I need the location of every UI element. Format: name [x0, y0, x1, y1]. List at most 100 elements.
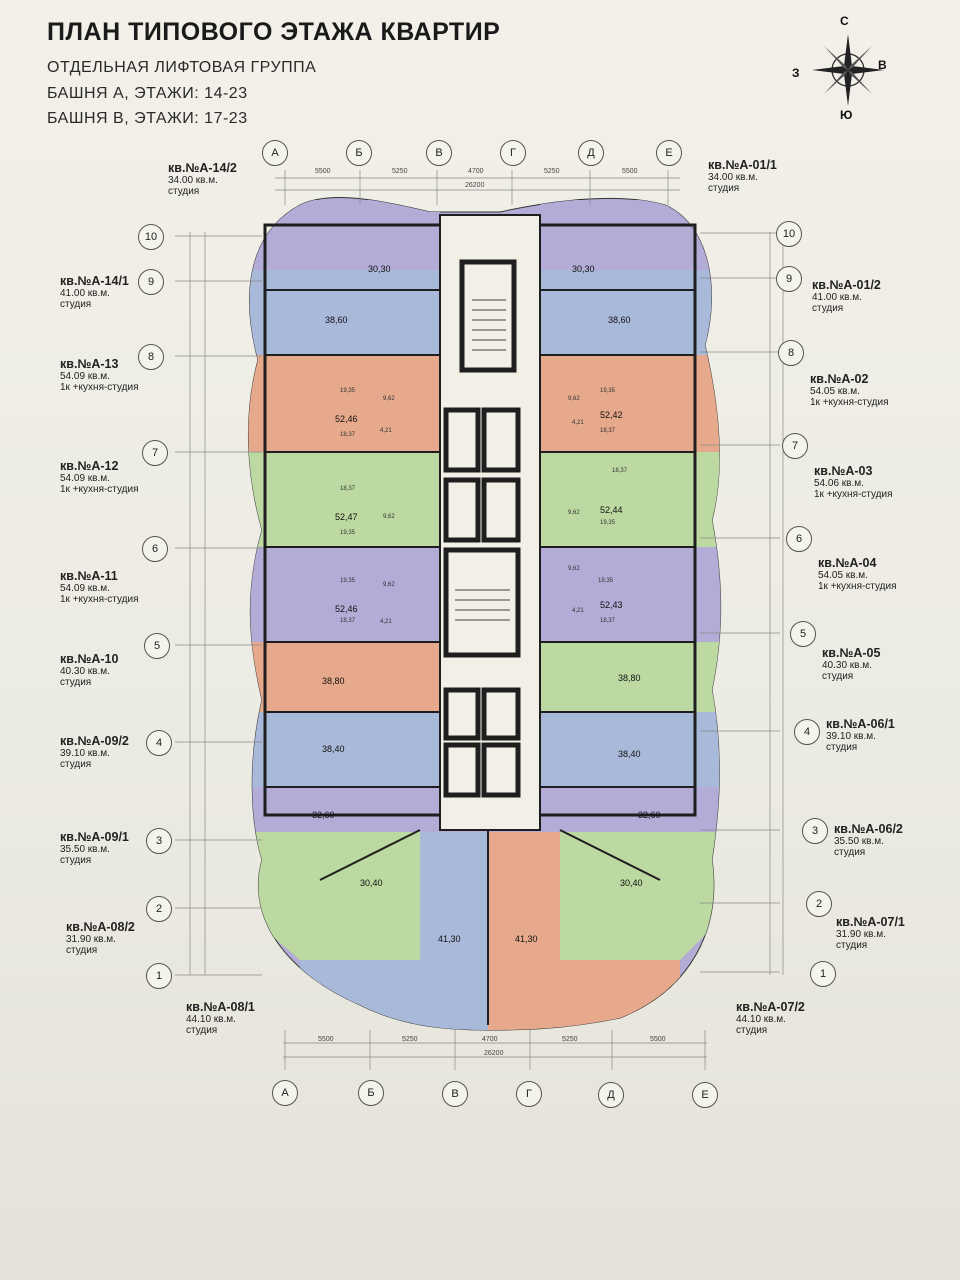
room-area: 19,35 — [340, 388, 356, 394]
unit-area-left: 52,46 — [335, 604, 358, 614]
apartment-number: кв.№А-04 — [818, 556, 877, 570]
room-area: 4,21 — [380, 428, 392, 434]
apartment-area: 31.90 кв.м. — [836, 929, 886, 940]
apartment-type: 1к +кухня-студия — [60, 594, 139, 605]
unit-area-left: 30,40 — [360, 878, 383, 888]
room-area: 19,35 — [598, 578, 614, 584]
apartment-area: 44.10 кв.м. — [736, 1014, 786, 1025]
room-area: 9,62 — [383, 582, 395, 588]
apartment-number: кв.№А-05 — [822, 646, 881, 660]
apartment-number: кв.№А-01/2 — [812, 278, 881, 292]
room-area: 9,62 — [568, 566, 580, 572]
apartment-number: кв.№А-12 — [60, 459, 119, 473]
apartment-number: кв.№А-13 — [60, 357, 119, 371]
apartment-area: 35.50 кв.м. — [834, 836, 884, 847]
unit-area-left: 30,30 — [368, 264, 391, 274]
room-area: 18,37 — [600, 428, 616, 434]
axis-letter-e-bottom: Е — [692, 1082, 718, 1108]
apartment-type: студия — [60, 677, 92, 688]
axis-letter-a-bottom: А — [272, 1080, 298, 1106]
unit-area-left: 38,40 — [322, 744, 345, 754]
apartment-number: кв.№А-06/2 — [834, 822, 903, 836]
unit-area-right: 32,60 — [638, 810, 661, 820]
axis-letter-d-bottom: Д — [598, 1082, 624, 1108]
apartment-area: 39.10 кв.м. — [826, 731, 876, 742]
axis-letter-v-bottom: В — [442, 1081, 468, 1107]
axis-number-8-left: 8 — [138, 344, 164, 370]
apartment-type: студия — [168, 186, 200, 197]
room-area: 19,35 — [340, 530, 356, 536]
apartment-number: кв.№А-08/1 — [186, 1000, 255, 1014]
apartment-type: студия — [812, 303, 844, 314]
apartment-number: кв.№А-07/1 — [836, 915, 905, 929]
unit-area-left: 52,46 — [335, 414, 358, 424]
unit-area-left: 52,47 — [335, 512, 358, 522]
axis-number-2-left: 2 — [146, 896, 172, 922]
apartment-area: 54.09 кв.м. — [60, 583, 110, 594]
room-area: 18,37 — [340, 486, 356, 492]
apartment-area: 54.05 кв.м. — [818, 570, 868, 581]
apartment-number: кв.№А-10 — [60, 652, 119, 666]
apartment-area: 41.00 кв.м. — [60, 288, 110, 299]
apartment-type: студия — [708, 183, 740, 194]
apartment-type: студия — [66, 945, 98, 956]
apartment-label-a08-1: кв.№А-08/1 44.10 кв.м. студия — [186, 1000, 255, 1036]
room-area: 18,37 — [340, 618, 356, 624]
apartment-label-a13: кв.№А-13 54.09 кв.м. 1к +кухня-студия — [60, 357, 139, 393]
apartment-number: кв.№А-09/2 — [60, 734, 129, 748]
apartment-label-a12: кв.№А-12 54.09 кв.м. 1к +кухня-студия — [60, 459, 139, 495]
bottom-dim-4: 5250 — [562, 1036, 578, 1043]
apartment-label-a06-2: кв.№А-06/2 35.50 кв.м. студия — [834, 822, 903, 858]
apartment-area: 40.30 кв.м. — [60, 666, 110, 677]
room-area: 18,37 — [612, 468, 628, 474]
apartment-area: 40.30 кв.м. — [822, 660, 872, 671]
subtitle-elevator: ОТДЕЛЬНАЯ ЛИФТОВАЯ ГРУППА — [47, 59, 317, 76]
apartment-number: кв.№А-09/1 — [60, 830, 129, 844]
apartment-area: 34.00 кв.м. — [708, 172, 758, 183]
axis-number-6-left: 6 — [142, 536, 168, 562]
unit-area-right: 52,42 — [600, 410, 623, 420]
apartment-label-a11: кв.№А-11 54.09 кв.м. 1к +кухня-студия — [60, 569, 139, 605]
bottom-dim-2: 5250 — [402, 1036, 418, 1043]
apartment-type: 1к +кухня-студия — [814, 489, 893, 500]
apartment-label-a01-2: кв.№А-01/2 41.00 кв.м. студия — [812, 278, 881, 314]
apartment-number: кв.№А-14/1 — [60, 274, 129, 288]
axis-number-9-left: 9 — [138, 269, 164, 295]
compass-west: З — [792, 66, 800, 80]
compass-rose-icon — [812, 34, 884, 106]
apartment-label-a03: кв.№А-03 54.06 кв.м. 1к +кухня-студия — [814, 464, 893, 500]
axis-number-10-right: 10 — [776, 221, 802, 247]
top-dim-3: 4700 — [468, 168, 484, 175]
subtitle-tower-b: БАШНЯ В, ЭТАЖИ: 17-23 — [47, 110, 248, 127]
axis-number-1-right: 1 — [810, 961, 836, 987]
axis-number-9-right: 9 — [776, 266, 802, 292]
apartment-type: студия — [60, 855, 92, 866]
apartment-type: студия — [736, 1025, 768, 1036]
axis-number-3-right: 3 — [802, 818, 828, 844]
room-area: 19,35 — [340, 578, 356, 584]
apartment-label-a05: кв.№А-05 40.30 кв.м. студия — [822, 646, 880, 682]
unit-area-right: 41,30 — [515, 934, 538, 944]
apartment-area: 44.10 кв.м. — [186, 1014, 236, 1025]
room-area: 4,21 — [380, 619, 392, 625]
room-area: 4,21 — [572, 420, 584, 426]
axis-letter-b-top: Б — [346, 140, 372, 166]
compass-south: Ю — [840, 108, 853, 122]
apartment-label-a06-1: кв.№А-06/1 39.10 кв.м. студия — [826, 717, 895, 753]
apartment-type: студия — [186, 1025, 218, 1036]
unit-area-right: 52,43 — [600, 600, 623, 610]
axis-number-4-left: 4 — [146, 730, 172, 756]
apartment-label-a09-1: кв.№А-09/1 35.50 кв.м. студия — [60, 830, 129, 866]
axis-letter-b-bottom: Б — [358, 1080, 384, 1106]
apartment-type: студия — [60, 759, 92, 770]
apartment-type: 1к +кухня-студия — [810, 397, 889, 408]
apartment-area: 54.05 кв.м. — [810, 386, 860, 397]
axis-number-5-left: 5 — [144, 633, 170, 659]
apartment-label-a07-1: кв.№А-07/1 31.90 кв.м. студия — [836, 915, 905, 951]
apartment-label-a04: кв.№А-04 54.05 кв.м. 1к +кухня-студия — [818, 556, 897, 592]
top-dim-total: 26200 — [465, 182, 485, 189]
compass-north: С — [840, 14, 849, 28]
apartment-label-a02: кв.№А-02 54.05 кв.м. 1к +кухня-студия — [810, 372, 889, 408]
subtitle-tower-a: БАШНЯ А, ЭТАЖИ: 14-23 — [47, 85, 248, 102]
